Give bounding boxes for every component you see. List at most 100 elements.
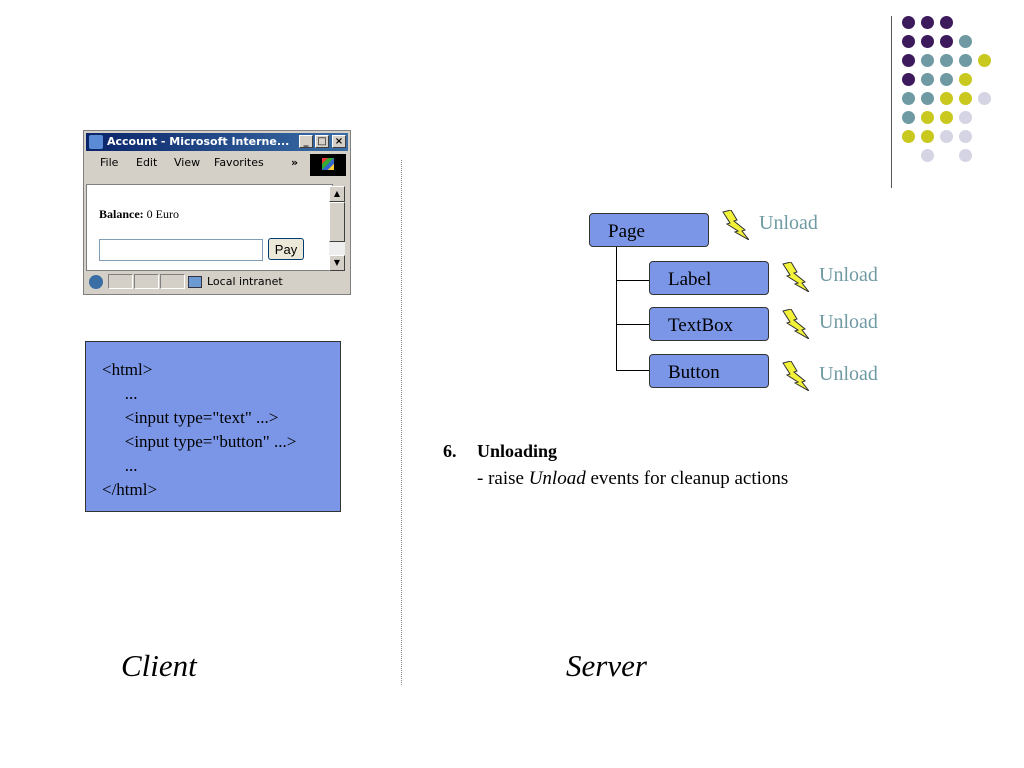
status-pane [134,274,159,289]
lightning-bolt-icon [722,210,749,240]
code-line: <html> [102,360,153,379]
decorative-dot [921,16,934,29]
menu-edit[interactable]: Edit [136,156,158,169]
decorative-dot [940,111,953,124]
decorative-dot [902,73,915,86]
decorative-dot [940,92,953,105]
decorative-dot [940,35,953,48]
menu-favorites[interactable]: Favorites [214,156,264,169]
decorative-dot [921,54,934,67]
lightning-bolt-icon [782,361,809,391]
decorative-dot [902,16,915,29]
step-description: - raise Unload events for cleanup action… [477,468,788,490]
decorative-dot [902,35,915,48]
decorative-dot [902,92,915,105]
balance-text: Balance: 0 Euro [99,207,179,222]
decorative-dot [921,73,934,86]
decorative-dot [921,92,934,105]
decorative-dot [921,35,934,48]
tree-branch-line [616,324,649,325]
browser-content: Balance: 0 Euro Pay [86,184,333,271]
unload-event-label: Unload [819,311,878,333]
unload-event-label: Unload [819,264,878,286]
decorative-dot [921,149,934,162]
step-title: Unloading [477,441,558,461]
amount-input[interactable] [99,239,263,261]
tree-branch-line [616,280,649,281]
decorative-dot [959,35,972,48]
code-line: ... [112,384,138,403]
menu-bar: File Edit View Favorites » [86,153,348,173]
unload-event-label: Unload [759,212,818,234]
tree-node-button: Button [649,354,769,388]
decorative-dot [940,73,953,86]
html-code-box: <html> ... <input type="text" ...> <inpu… [85,341,341,512]
menu-file[interactable]: File [100,156,119,169]
close-button[interactable]: × [332,135,346,148]
unload-event-label: Unload [819,363,878,385]
tree-node-textbox: TextBox [649,307,769,341]
status-pane [160,274,185,289]
status-bar: Local intranet [86,273,348,291]
status-zone-text: Local intranet [207,275,283,288]
step-desc-prefix: - raise [477,468,529,489]
decorative-dot [978,54,991,67]
minimize-button[interactable]: _ [299,135,313,148]
browser-titlebar[interactable]: Account - Microsoft Interne... _ □ × [86,133,348,151]
lightning-bolt-icon [782,309,809,339]
menu-view[interactable]: View [174,156,201,169]
decorative-dot-grid [900,14,1010,164]
decorative-dot [921,111,934,124]
balance-label: Balance: [99,207,144,221]
tree-node-page: Page [589,213,709,247]
node-label: Button [668,362,720,383]
decorative-dot [959,54,972,67]
decorative-dot [959,73,972,86]
tree-trunk-line [616,247,617,370]
status-pane [108,274,133,289]
decorative-dot [940,130,953,143]
menu-overflow-chevron[interactable]: » [291,156,299,169]
code-line: <input type="text" ...> [112,408,279,427]
browser-window: Account - Microsoft Interne... _ □ × Fil… [83,130,351,295]
decorative-dot [902,54,915,67]
pay-button[interactable]: Pay [268,238,304,260]
decorative-dot [902,130,915,143]
code-line: </html> [102,480,158,499]
client-caption: Client [121,648,197,683]
code-line: <input type="button" ...> [112,432,297,451]
client-server-divider [401,160,402,685]
node-label: Label [668,269,712,290]
intranet-icon [188,276,202,288]
ie-icon [89,135,103,149]
scroll-up-icon[interactable]: ▲ [329,186,345,202]
decorative-dot [959,111,972,124]
scroll-thumb[interactable] [329,202,345,242]
decorative-dot [959,130,972,143]
decorative-vertical-line [891,16,892,188]
decorative-dot [959,92,972,105]
lightning-bolt-icon [782,262,809,292]
decorative-dot [978,92,991,105]
windows-logo-icon [310,154,346,176]
server-caption: Server [566,648,647,683]
balance-value: 0 Euro [146,207,179,221]
step-number: 6. [443,441,457,461]
tree-branch-line [616,370,649,371]
browser-title: Account - Microsoft Interne... [107,135,290,148]
step-desc-emphasis: Unload [528,468,586,489]
node-label: TextBox [668,315,734,336]
decorative-dot [902,111,915,124]
tree-node-label: Label [649,261,769,295]
decorative-dot [921,130,934,143]
code-line: ... [112,456,138,475]
page-status-icon [89,275,103,289]
decorative-dot [959,149,972,162]
scroll-down-icon[interactable]: ▼ [329,255,345,271]
node-label: Page [608,221,645,242]
decorative-dot [940,16,953,29]
maximize-button[interactable]: □ [315,135,329,148]
vertical-scrollbar[interactable]: ▲ ▼ [329,186,345,271]
step-desc-suffix: events for cleanup actions [585,468,789,489]
decorative-dot [940,54,953,67]
